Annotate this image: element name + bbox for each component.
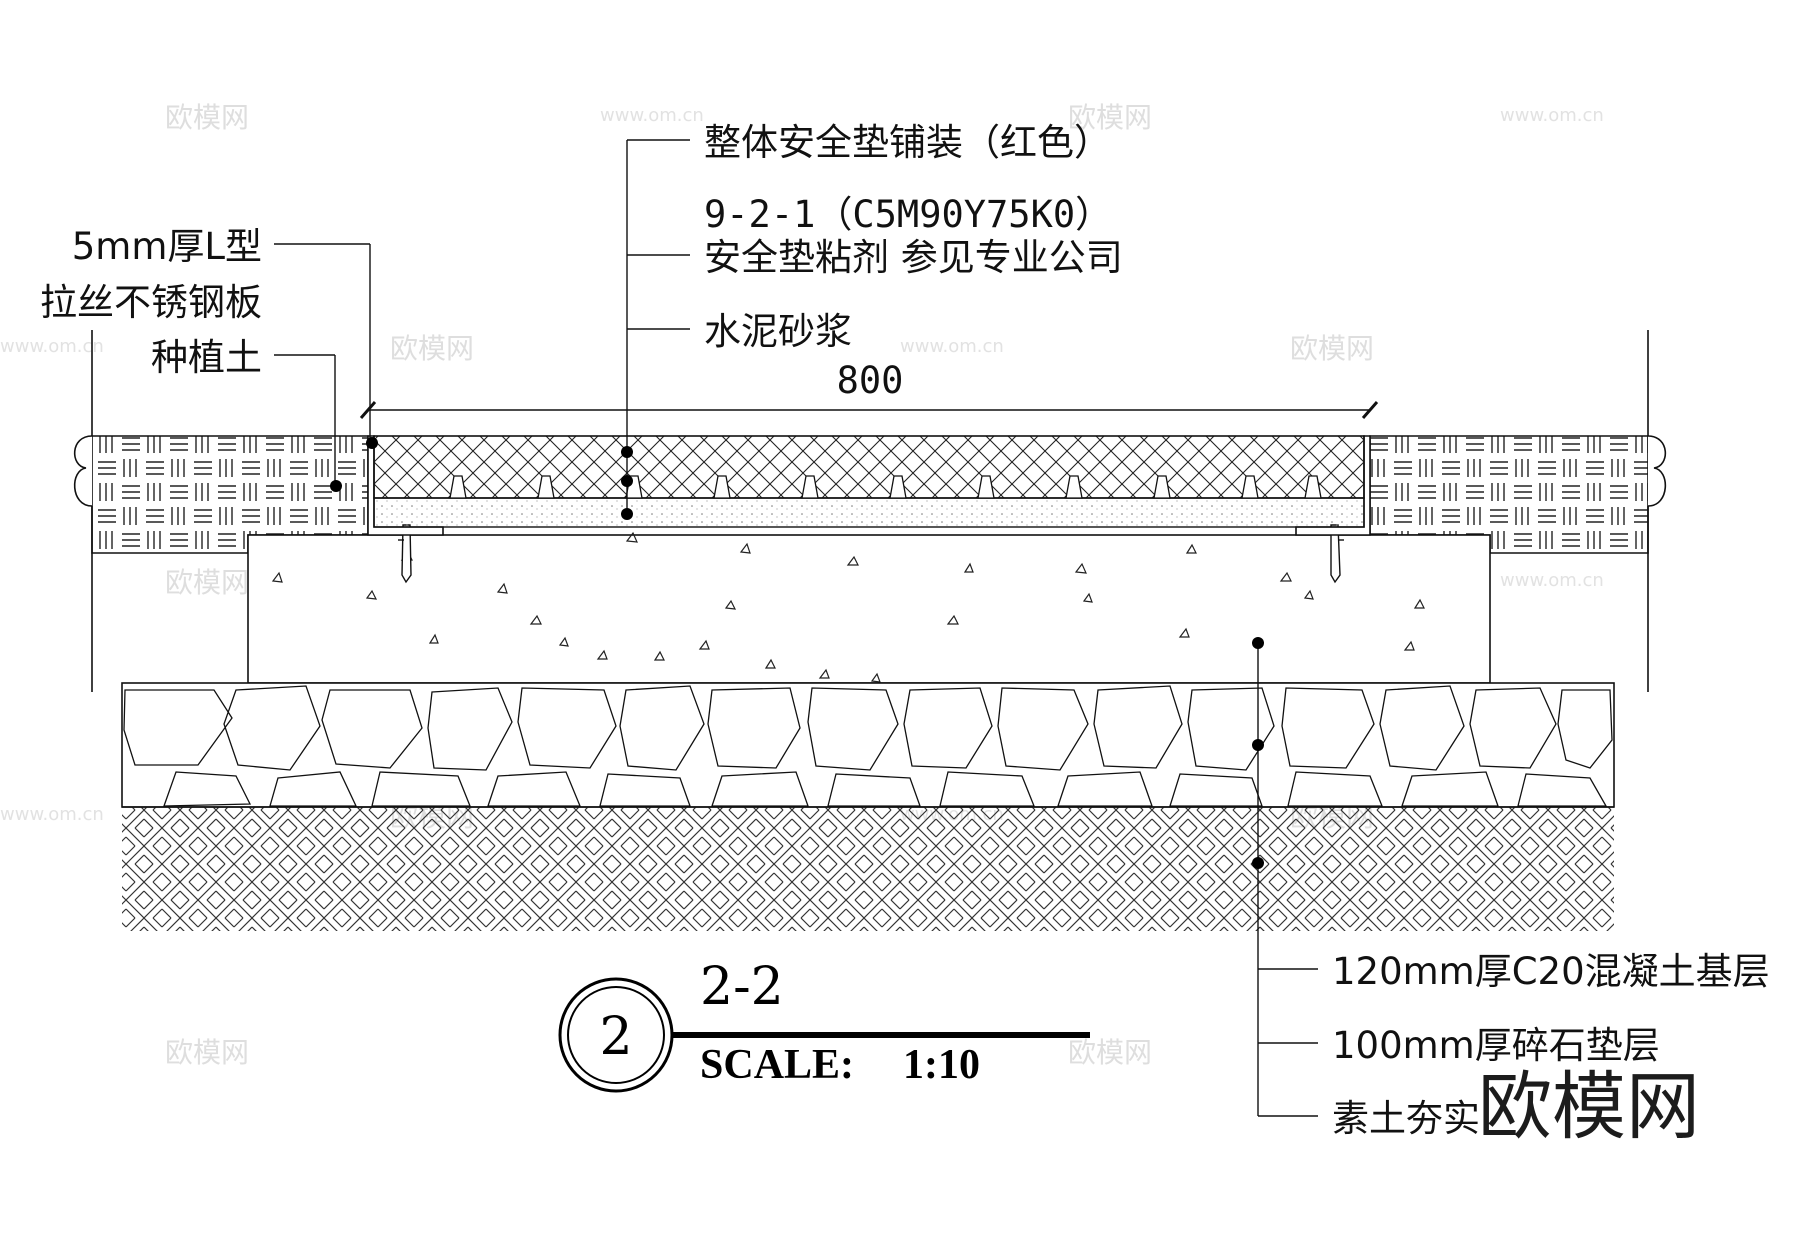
section-number: 2 — [599, 1007, 632, 1067]
label-planting-soil: 种植土 — [151, 336, 262, 379]
watermark-brand: 欧模网 — [165, 1036, 249, 1069]
bottom-leader-dots — [1252, 637, 1264, 869]
gravel-layer — [121, 682, 1615, 808]
label-adhesive: 安全垫粘剂 参见专业公司 — [704, 236, 1123, 279]
left-leader-dots — [330, 437, 378, 492]
watermark-url: www.om.cn — [1500, 105, 1604, 126]
watermark-url: www.om.cn — [900, 336, 1004, 357]
label-steel-plate-line1: 5mm厚L型 — [72, 225, 262, 268]
label-concrete-base: 120mm厚C20混凝土基层 — [1332, 950, 1770, 993]
watermark-brand: 欧模网 — [1068, 101, 1152, 134]
top-leader-dots — [621, 446, 633, 520]
watermark-brand: 欧模网 — [165, 566, 249, 599]
label-steel-plate-line2: 拉丝不锈钢板 — [40, 281, 262, 324]
left-leader-lines — [274, 243, 371, 485]
watermark-brand: 欧模网 — [390, 332, 474, 365]
watermark-brand: 欧模网 — [165, 101, 249, 134]
watermark-brand: 欧模网 — [1068, 1036, 1152, 1069]
scale-label: SCALE: — [700, 1042, 854, 1088]
scale-value: 1:10 — [903, 1042, 980, 1088]
watermark-url: www.om.cn — [600, 105, 704, 126]
watermark-url: www.om.cn — [0, 804, 104, 825]
compacted-soil-layer — [122, 806, 1614, 931]
label-safety-mat-paving: 整体安全垫铺装（红色） — [704, 121, 1111, 164]
bottom-leader-lines — [1257, 643, 1318, 1117]
concrete-base-layer — [247, 531, 1491, 684]
label-gravel-layer: 100mm厚碎石垫层 — [1332, 1024, 1660, 1067]
dimension-line — [359, 401, 1379, 419]
planting-soil-layer — [73, 435, 1667, 554]
dimension-text: 800 — [837, 359, 904, 402]
watermark-url: www.om.cn — [0, 336, 104, 357]
safety-mat-layer — [373, 435, 1365, 528]
watermark-url: www.om.cn — [1500, 570, 1604, 591]
label-compacted-soil: 素土夯实 — [1332, 1097, 1480, 1140]
watermark-brand: 欧模网 — [1290, 332, 1374, 365]
watermark-logo: 欧模网 — [1478, 1064, 1700, 1150]
label-color-code: 9-2-1（C5M90Y75K0） — [704, 193, 1112, 236]
section-title-block — [558, 977, 1090, 1093]
section-title: 2-2 — [700, 957, 784, 1017]
label-cement-mortar: 水泥砂浆 — [704, 310, 852, 353]
